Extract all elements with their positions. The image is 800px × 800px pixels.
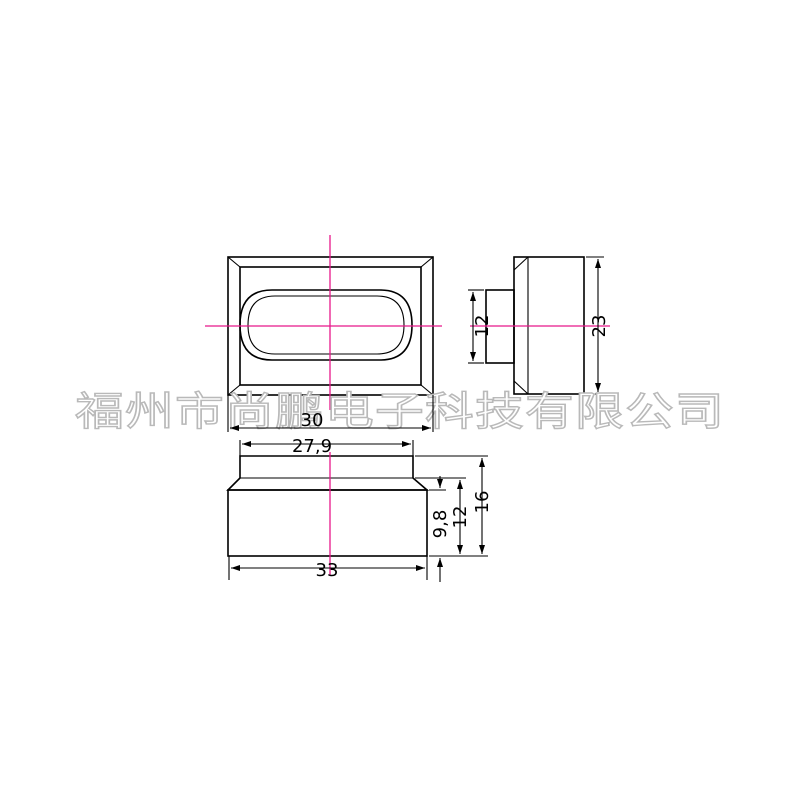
dim-side-total-label: 23 xyxy=(589,315,610,338)
dim-inner-width-label: 27,9 xyxy=(292,436,332,457)
side-view: 12 23 xyxy=(468,256,610,395)
front-view: 30 27,9 33 9,8 12 16 xyxy=(226,395,493,582)
dim-side-boss-label: 12 xyxy=(472,315,493,338)
dim-bottom-width-label: 33 xyxy=(316,560,339,581)
oval-opening-outer xyxy=(239,289,413,361)
dim-outer-width-label: 30 xyxy=(301,410,324,431)
dim-front-c-label: 16 xyxy=(472,491,493,514)
top-view xyxy=(205,235,442,410)
dim-front-b-label: 12 xyxy=(450,506,471,529)
front-view-body xyxy=(227,489,428,557)
dim-front-a-label: 9,8 xyxy=(430,510,451,539)
front-view-top-step xyxy=(226,455,430,491)
oval-opening-inner xyxy=(247,295,405,355)
